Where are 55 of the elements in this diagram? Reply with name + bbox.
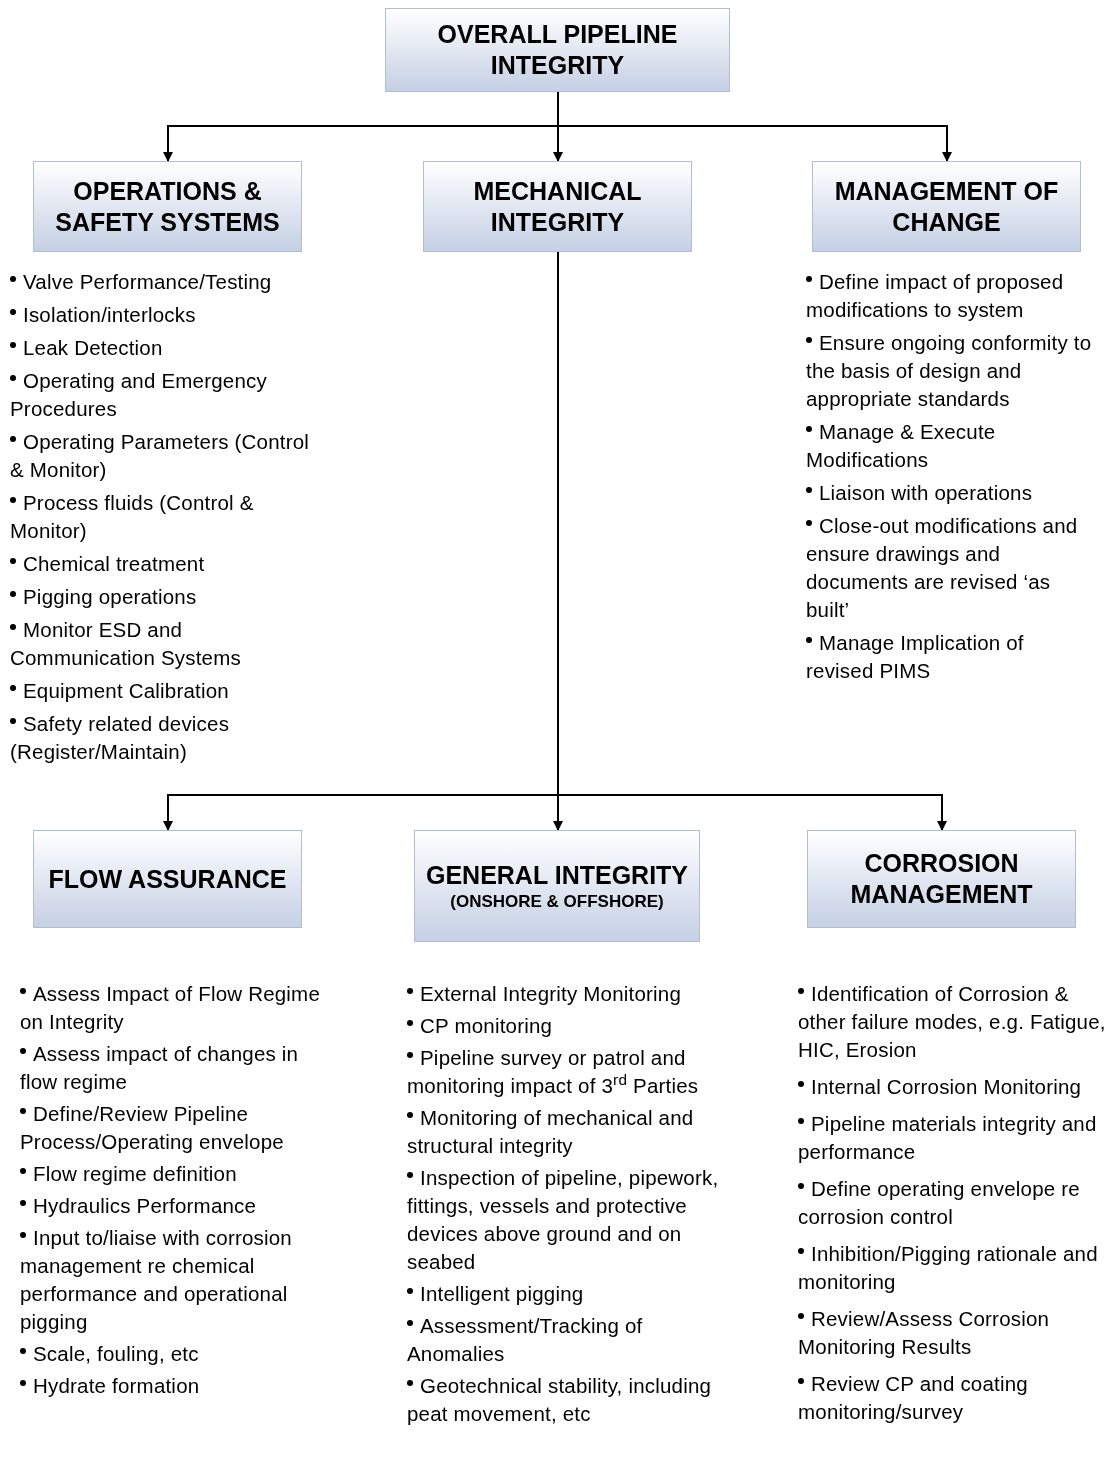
bullet-item: Close-out modifications and ensure drawings and documents are revised ‘as built’ bbox=[806, 513, 1079, 623]
bullet-item: Inhibition/Pigging rationale and monitoring bbox=[798, 1241, 1099, 1295]
bullet-item: Valve Performance/Testing bbox=[10, 268, 310, 296]
box-title: FLOW ASSURANCE bbox=[47, 863, 288, 895]
bullet-item: Equipment Calibration bbox=[10, 677, 310, 705]
bullet-item: Ensure ongoing conformity to the basis of design and appropriate standards bbox=[806, 330, 1093, 412]
bullet-item: Operating and Emergency Procedures bbox=[10, 368, 268, 422]
box-subtitle: (ONSHORE & OFFSHORE) bbox=[450, 890, 664, 913]
bullet-item: Assess impact of changes in flow regime bbox=[20, 1041, 300, 1095]
category-box bbox=[385, 8, 730, 92]
bullet-item: Pigging operations bbox=[10, 583, 310, 611]
bullet-item: Define operating envelope re corrosion control bbox=[798, 1176, 1081, 1230]
bullet-item: Assess Impact of Flow Regime on Integrity bbox=[20, 981, 321, 1035]
bullet-item: Safety related devices (Register/Maintain) bbox=[10, 711, 231, 765]
bullet-item: Pipeline survey or patrol and monitoring impact of 3$^{rd}$ Parties bbox=[407, 1045, 700, 1099]
category-box bbox=[423, 161, 692, 252]
bullet-item: Geotechnical stability, including peat movement, etc bbox=[407, 1373, 713, 1427]
bullet-item: Internal Corrosion Monitoring bbox=[798, 1073, 1107, 1101]
bullet-item: Review CP and coating monitoring/survey bbox=[798, 1371, 1029, 1425]
category-box bbox=[33, 161, 302, 252]
bullet-item: Define impact of proposed modifications to system bbox=[806, 269, 1065, 323]
bullet-item: Identification of Corrosion & other failure modes, e.g. Fatigue, HIC, Erosion bbox=[798, 981, 1107, 1063]
bullet-item: Manage Implication of revised PIMS bbox=[806, 630, 1025, 684]
box-title: CORROSION MANAGEMENT bbox=[849, 848, 1034, 910]
bullet-item: Process fluids (Control & Monitor) bbox=[10, 490, 255, 544]
category-box bbox=[414, 830, 700, 942]
bullet-item: Monitoring of mechanical and structural integrity bbox=[407, 1105, 695, 1159]
bullet-item: Hydraulics Performance bbox=[20, 1192, 325, 1220]
bullet-item: Flow regime definition bbox=[20, 1160, 325, 1188]
bullet-item: Monitor ESD and Communication Systems bbox=[10, 617, 242, 671]
bullet-item: Operating Parameters (Control & Monitor) bbox=[10, 429, 310, 483]
category-box bbox=[807, 830, 1076, 928]
box-title: GENERAL INTEGRITY bbox=[424, 859, 690, 891]
bullet-item: Isolation/interlocks bbox=[10, 301, 310, 329]
bullet-item: External Integrity Monitoring bbox=[407, 980, 727, 1008]
category-box bbox=[33, 830, 302, 928]
bullet-item: Inspection of pipeline, pipework, fittings, vessels and protective devices above ground and on seabed bbox=[407, 1165, 720, 1275]
box-title: OVERALL PIPELINE INTEGRITY bbox=[436, 19, 679, 81]
bullet-item: Review/Assess Corrosion Monitoring Results bbox=[798, 1306, 1051, 1360]
bullet-item: Intelligent pigging bbox=[407, 1280, 727, 1308]
bullet-item: CP monitoring bbox=[407, 1012, 727, 1040]
box-title: OPERATIONS & SAFETY SYSTEMS bbox=[54, 175, 281, 238]
bullet-item: Pipeline materials integrity and performance bbox=[798, 1111, 1098, 1165]
bullet-item: Scale, fouling, etc bbox=[20, 1340, 325, 1368]
bullet-item: Define/Review Pipeline Process/Operating envelope bbox=[20, 1101, 285, 1155]
bullet-item: Leak Detection bbox=[10, 334, 310, 362]
bullet-item: Manage & Execute Modifications bbox=[806, 419, 997, 473]
bullet-item: Input to/liaise with corrosion management re chemical performance and operational pigging bbox=[20, 1225, 293, 1335]
category-box bbox=[812, 161, 1081, 252]
bullet-item: Chemical treatment bbox=[10, 550, 310, 578]
bullet-item: Liaison with operations bbox=[806, 479, 1096, 507]
bullet-item: Hydrate formation bbox=[20, 1372, 325, 1400]
box-title: MANAGEMENT OF CHANGE bbox=[833, 175, 1060, 238]
bullet-item: Assessment/Tracking of Anomalies bbox=[407, 1313, 644, 1367]
box-title: MECHANICAL INTEGRITY bbox=[472, 175, 643, 238]
